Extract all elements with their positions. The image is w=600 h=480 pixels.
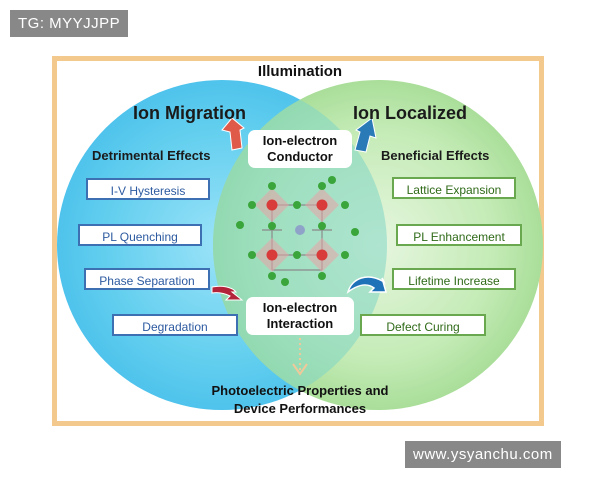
lattice-atoms-red: [266, 199, 328, 261]
beneficial-effects-title: Beneficial Effects: [381, 148, 490, 163]
lattice-atoms-green: [236, 176, 359, 286]
effect-lattice-expansion: Lattice Expansion: [392, 177, 516, 199]
effect-degradation: Degradation: [112, 314, 238, 336]
effect-pl-enhancement: PL Enhancement: [396, 224, 522, 246]
conductor-line-1: Ion-electron: [262, 133, 338, 148]
ion-electron-interaction-box: Ion-electron Interaction: [246, 297, 354, 335]
effect-phase-separation: Phase Separation: [84, 268, 210, 290]
interaction-line-1: Ion-electron: [262, 300, 338, 315]
red-curved-arrow: [211, 285, 244, 301]
bottom-caption-line-2: Device Performances: [233, 401, 367, 416]
effect-lifetime-increase: Lifetime Increase: [392, 268, 516, 290]
up-arrow-right: [354, 117, 377, 153]
interaction-line-2: Interaction: [266, 316, 334, 331]
ion-electron-conductor-box: Ion-electron Conductor: [248, 130, 352, 168]
effect-pl-quenching: PL Quenching: [78, 224, 202, 246]
illumination-title: Illumination: [257, 63, 343, 80]
watermark-top-left: TG: MYYJJPP: [10, 10, 129, 37]
effect-defect-curing: Defect Curing: [360, 314, 486, 336]
lattice-atom-center: [295, 225, 305, 235]
bottom-caption-line-1: Photoelectric Properties and: [211, 383, 389, 398]
up-arrow-left: [221, 117, 245, 151]
detrimental-effects-title: Detrimental Effects: [92, 148, 211, 163]
down-arrow-dotted: [292, 338, 308, 376]
effect-iv-hysteresis: I-V Hysteresis: [86, 178, 210, 200]
blue-curved-arrow: [346, 276, 387, 294]
ion-localized-title: Ion Localized: [353, 103, 468, 123]
watermark-bottom-right: www.ysyanchu.com: [405, 441, 561, 468]
conductor-line-2: Conductor: [267, 149, 333, 164]
ion-migration-title: Ion Migration: [133, 103, 246, 123]
